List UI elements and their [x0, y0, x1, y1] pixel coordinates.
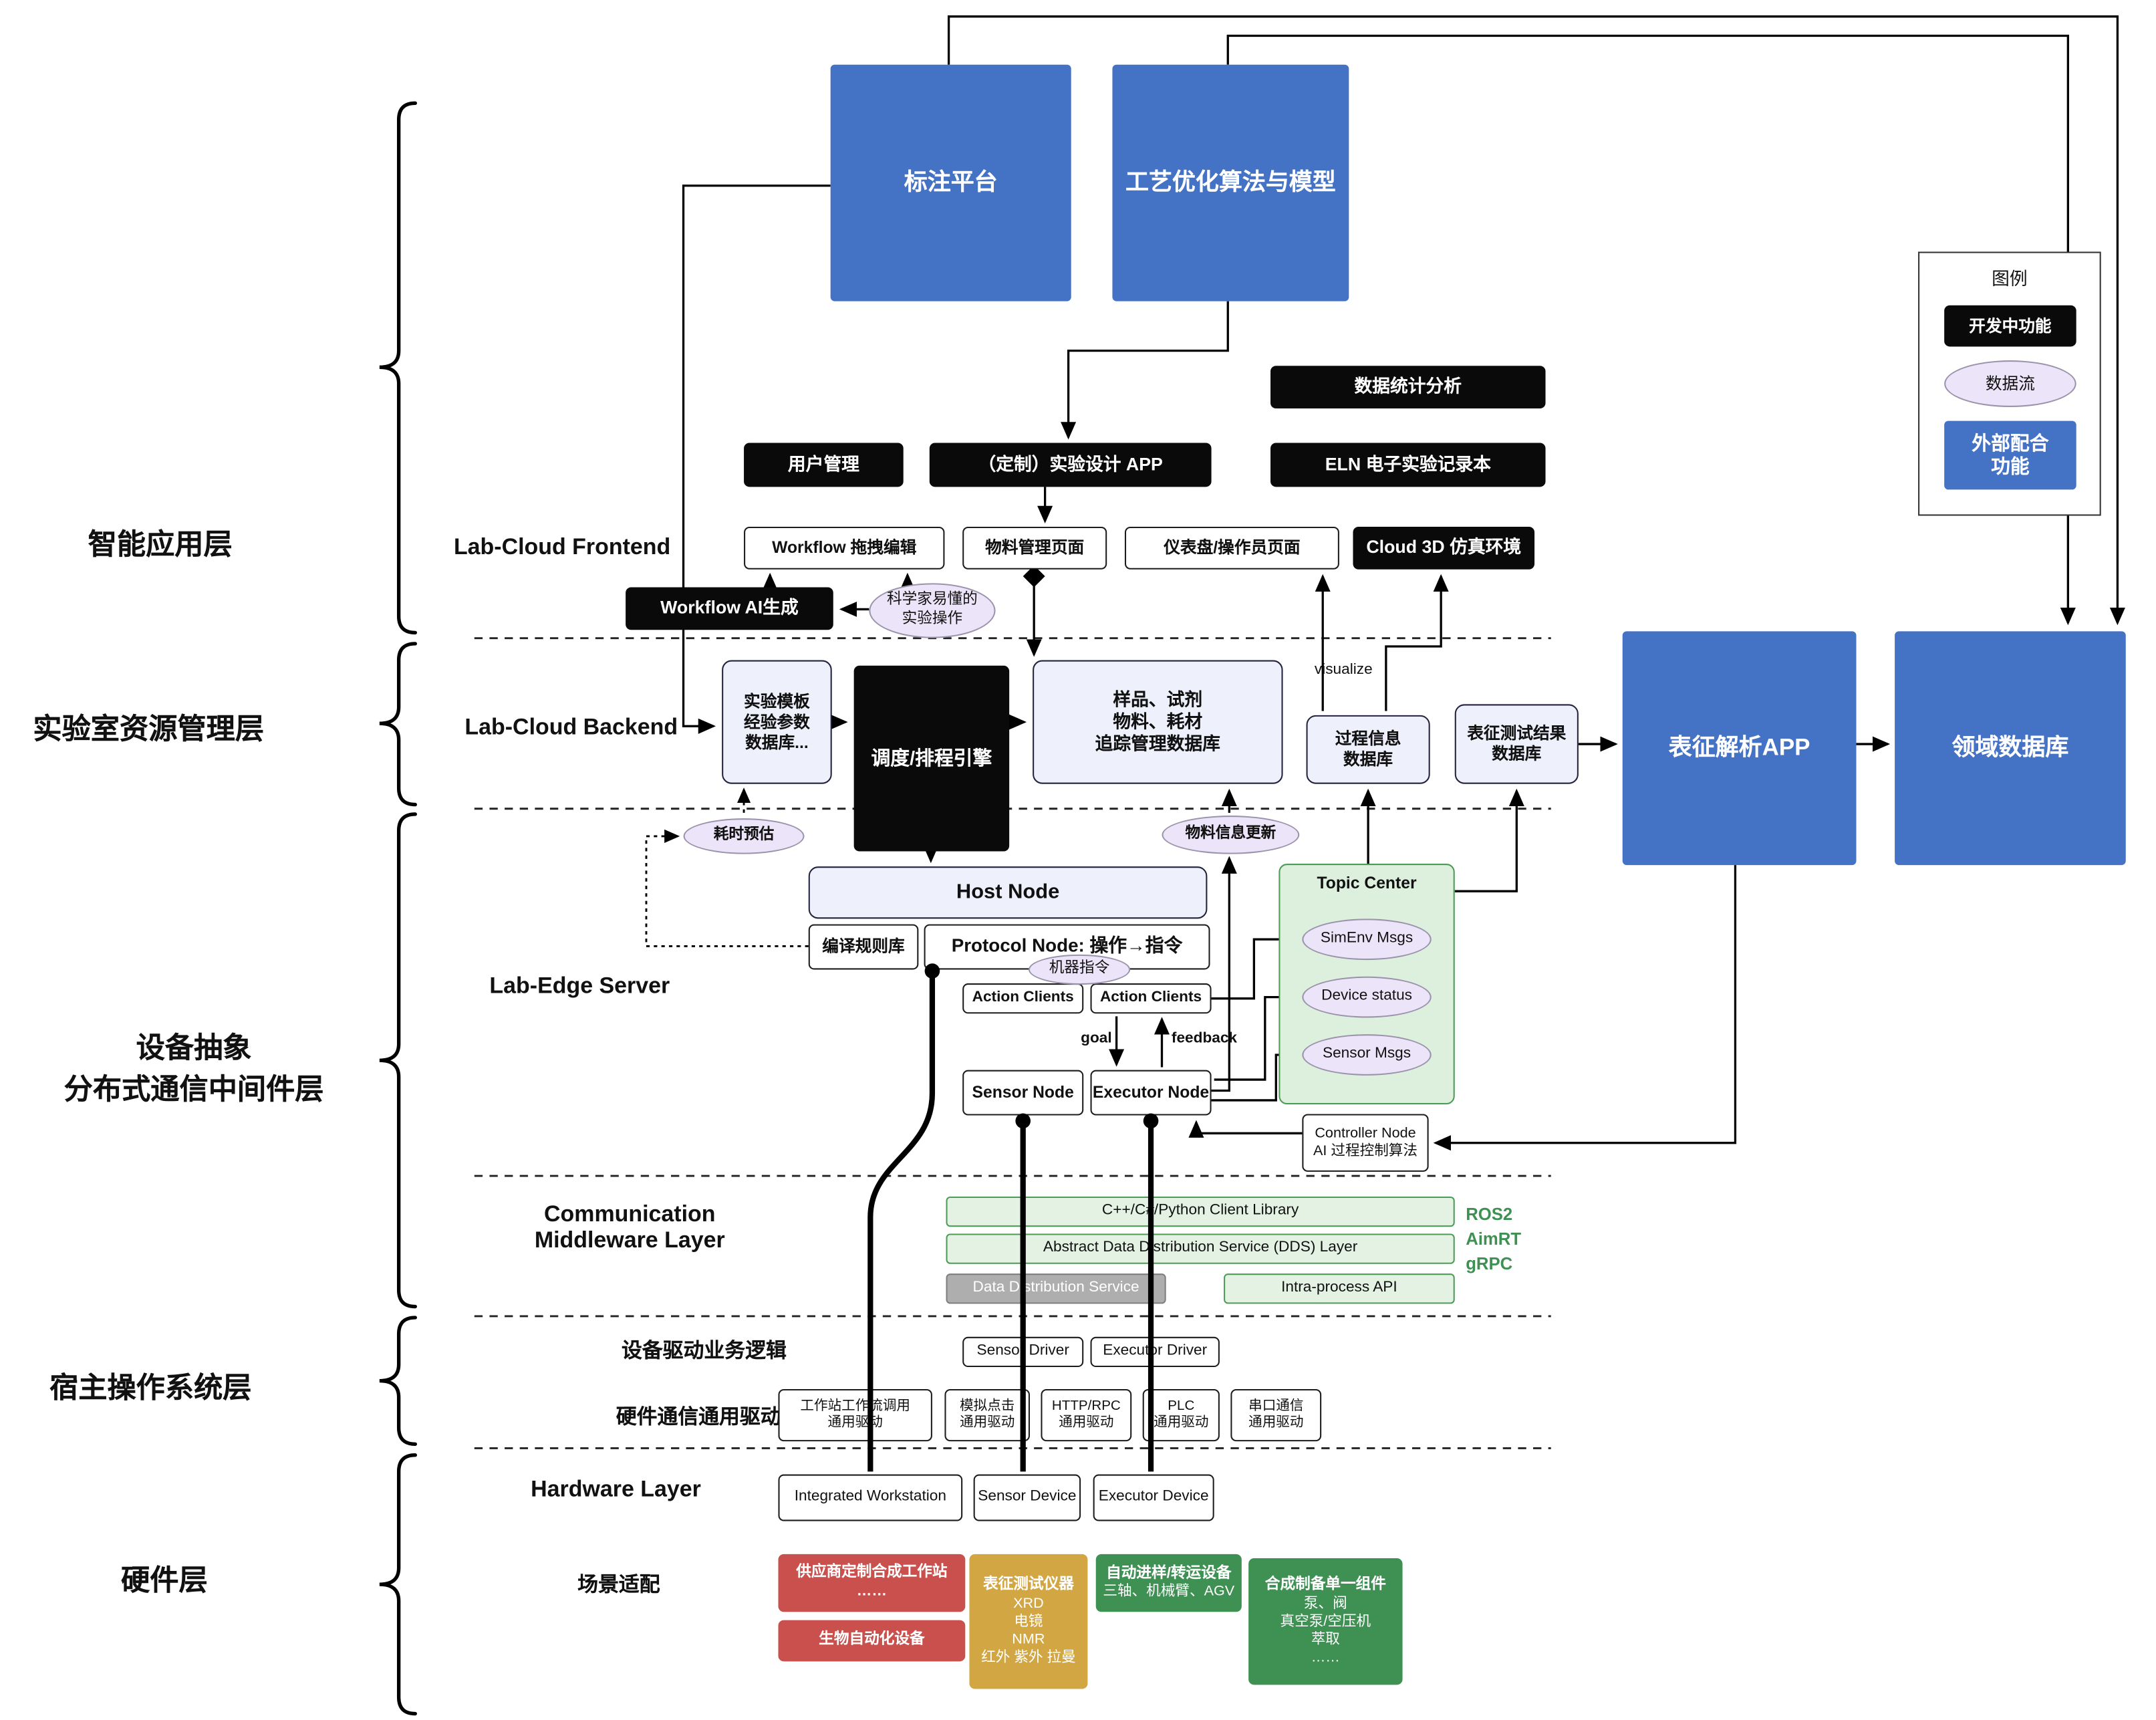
- label-grpc: gRPC: [1466, 1254, 1513, 1274]
- legend-external-function: 外部配合 功能: [1944, 420, 2076, 490]
- node-data-statistics: 数据统计分析: [1270, 366, 1546, 409]
- node-serial-driver: 串口通信 通用驱动: [1230, 1388, 1322, 1442]
- section-label-frontend: Lab-Cloud Frontend: [453, 535, 671, 560]
- layer-braces: [379, 101, 418, 1716]
- node-host-node: Host Node: [808, 866, 1208, 919]
- node-simclick-driver: 模拟点击 通用驱动: [944, 1388, 1030, 1442]
- node-sensor-device: Sensor Device: [973, 1474, 1081, 1521]
- transfer-title: 自动进样/转运设备: [1106, 1564, 1232, 1582]
- dataflow-machine-command: 机器指令: [1028, 954, 1131, 985]
- bar-intra-process-api: Intra-process API: [1224, 1273, 1455, 1304]
- node-executor-node: Executor Node: [1090, 1070, 1212, 1116]
- topic-center-title: Topic Center: [1317, 873, 1417, 893]
- node-scheduler-engine: 调度/排程引擎: [853, 665, 1010, 852]
- node-characterization-instruments: 表征测试仪器 XRD 电镜 NMR 红外 紫外 拉曼: [969, 1554, 1088, 1689]
- synthesis-items: 泵、阀 真空泵/空压机 萃取 ……: [1280, 1594, 1371, 1666]
- node-template-db: 实验模板 经验参数 数据库...: [722, 660, 832, 784]
- node-custom-design-app: （定制）实验设计 APP: [929, 443, 1212, 487]
- dataflow-time-estimate: 耗时预估: [683, 818, 805, 854]
- section-label-driver-logic: 设备驱动业务逻辑: [621, 1339, 787, 1363]
- label-aimrt: AimRT: [1466, 1229, 1522, 1249]
- node-executor-driver: Executor Driver: [1090, 1336, 1220, 1368]
- node-process-info-db: 过程信息 数据库: [1306, 715, 1430, 784]
- node-compile-rule-lib: 编译规则库: [808, 924, 919, 970]
- layer-label-hardware: 硬件层: [121, 1565, 208, 1597]
- node-sensor-driver: Sensor Driver: [962, 1336, 1084, 1368]
- node-dashboard-page: 仪表盘/操作员页面: [1124, 526, 1339, 570]
- layer-label-device-abstraction: 设备抽象 分布式通信中间件层: [63, 1033, 324, 1106]
- node-annotation-platform: 标注平台: [830, 64, 1071, 301]
- node-action-clients-2: Action Clients: [1090, 983, 1212, 1014]
- dataflow-material-update: 物料信息更新: [1162, 816, 1300, 854]
- section-label-hw-comm: 硬件通信通用驱动: [616, 1405, 781, 1429]
- dataflow-simenv-msgs: SimEnv Msgs: [1302, 918, 1432, 961]
- layer-label-app: 智能应用层: [88, 529, 233, 562]
- dataflow-sensor-msgs: Sensor Msgs: [1302, 1034, 1432, 1076]
- node-synthesis-components: 合成制备单一组件 泵、阀 真空泵/空压机 萃取 ……: [1248, 1558, 1403, 1685]
- node-domain-db: 领域数据库: [1895, 631, 2126, 866]
- legend-title: 图例: [1992, 268, 2028, 289]
- node-workstation-driver: 工作站工作流调用 通用驱动: [778, 1388, 932, 1442]
- legend-in-development: 开发中功能: [1944, 305, 2076, 347]
- transfer-items: 三轴、机械臂、AGV: [1103, 1583, 1235, 1600]
- dotted-connectors: [645, 787, 809, 947]
- node-bio-automation: 生物自动化设备: [778, 1620, 966, 1662]
- section-label-scenario: 场景适配: [577, 1573, 660, 1597]
- node-action-clients-1: Action Clients: [962, 983, 1084, 1014]
- layer-label-resource: 实验室资源管理层: [33, 713, 265, 746]
- node-workflow-ai: Workflow AI生成: [626, 587, 833, 630]
- node-material-page: 物料管理页面: [962, 526, 1107, 570]
- characterization-title: 表征测试仪器: [983, 1576, 1074, 1593]
- section-label-edge: Lab-Edge Server: [489, 973, 670, 999]
- layer-label-host-os: 宿主操作系统层: [49, 1372, 252, 1404]
- node-characterization-db: 表征测试结果 数据库: [1454, 704, 1579, 784]
- dataflow-scientist-operations: 科学家易懂的 实验操作: [869, 583, 996, 638]
- legend-data-flow: 数据流: [1944, 360, 2076, 407]
- node-process-optimization: 工艺优化算法与模型: [1112, 64, 1349, 301]
- synthesis-title: 合成制备单一组件: [1264, 1576, 1386, 1593]
- node-workflow-editor: Workflow 拖拽编辑: [744, 526, 945, 570]
- node-characterization-app: 表征解析APP: [1622, 631, 1857, 866]
- node-eln: ELN 电子实验记录本: [1270, 443, 1546, 487]
- node-integrated-workstation: Integrated Workstation: [778, 1474, 963, 1521]
- node-vendor-workstation: 供应商定制合成工作站 ……: [778, 1554, 966, 1612]
- dataflow-device-status: Device status: [1302, 976, 1432, 1018]
- label-ros2: ROS2: [1466, 1205, 1513, 1225]
- bar-dds-service: Data Distribution Service: [946, 1273, 1166, 1304]
- section-label-hw-layer: Hardware Layer: [531, 1477, 701, 1502]
- node-transfer-equipment: 自动进样/转运设备 三轴、机械臂、AGV: [1095, 1554, 1242, 1612]
- node-sample-tracking-db: 样品、试剂 物料、耗材 追踪管理数据库: [1033, 660, 1283, 784]
- node-controller-node: Controller Node AI 过程控制算法: [1302, 1114, 1429, 1172]
- section-label-middleware: Communication Middleware Layer: [534, 1202, 725, 1253]
- node-sensor-node: Sensor Node: [962, 1070, 1084, 1116]
- label-visualize: visualize: [1314, 661, 1373, 679]
- node-user-management: 用户管理: [744, 443, 904, 487]
- label-goal: goal: [1081, 1029, 1112, 1047]
- characterization-items: XRD 电镜 NMR 红外 紫外 拉曼: [981, 1594, 1076, 1666]
- node-plc-driver: PLC 通用驱动: [1142, 1388, 1220, 1442]
- bar-dds-layer: Abstract Data Distribution Service (DDS)…: [946, 1233, 1455, 1264]
- bar-client-library: C++/C#/Python Client Library: [946, 1196, 1455, 1227]
- section-label-backend: Lab-Cloud Backend: [464, 715, 678, 740]
- label-feedback: feedback: [1171, 1029, 1238, 1047]
- node-cloud-3d-sim: Cloud 3D 仿真环境: [1353, 526, 1535, 570]
- node-http-rpc-driver: HTTP/RPC 通用驱动: [1041, 1388, 1132, 1442]
- node-executor-device: Executor Device: [1093, 1474, 1214, 1521]
